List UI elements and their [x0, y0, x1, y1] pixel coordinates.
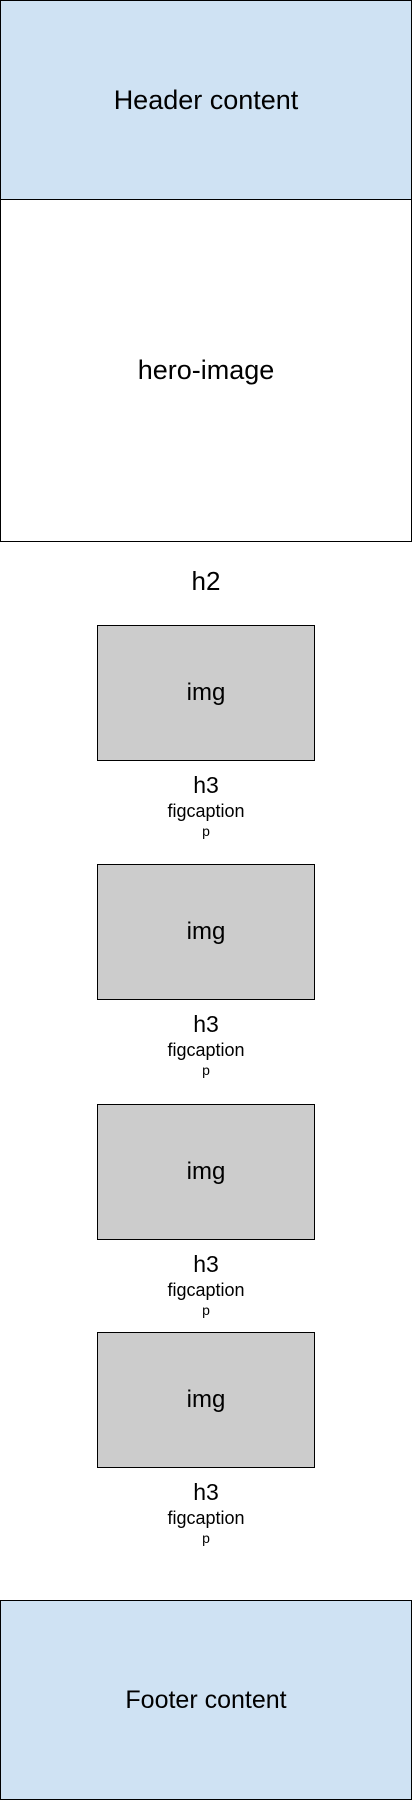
figure-card: img h3 figcaption p	[0, 1332, 412, 1570]
image-placeholder: img	[97, 1332, 315, 1468]
image-label: img	[186, 1386, 226, 1413]
figure-card: img h3 figcaption p	[0, 864, 412, 1102]
card-heading: h3	[193, 1251, 219, 1277]
card-heading: h3	[193, 772, 219, 798]
footer-block: Footer content	[0, 1600, 412, 1800]
figure-card: img h3 figcaption p	[0, 1104, 412, 1342]
image-placeholder: img	[97, 864, 315, 1000]
card-paragraph: p	[202, 1062, 210, 1078]
card-figcaption: figcaption	[167, 1040, 245, 1060]
card-paragraph: p	[202, 823, 210, 839]
image-placeholder: img	[97, 625, 315, 761]
image-label: img	[186, 918, 226, 945]
header-label: Header content	[113, 84, 299, 115]
figure-card: img h3 figcaption p	[0, 625, 412, 863]
card-paragraph: p	[202, 1530, 210, 1546]
header-block: Header content	[0, 0, 412, 200]
image-label: img	[186, 1158, 226, 1185]
image-placeholder: img	[97, 1104, 315, 1240]
hero-label: hero-image	[137, 355, 275, 385]
hero-image-block: hero-image	[0, 199, 412, 542]
card-figcaption: figcaption	[167, 801, 245, 821]
footer-label: Footer content	[125, 1685, 287, 1714]
section-heading: h2	[191, 566, 221, 596]
card-paragraph: p	[202, 1302, 210, 1318]
card-heading: h3	[193, 1011, 219, 1037]
card-figcaption: figcaption	[167, 1508, 245, 1528]
card-figcaption: figcaption	[167, 1280, 245, 1300]
image-label: img	[186, 679, 226, 706]
card-heading: h3	[193, 1479, 219, 1505]
